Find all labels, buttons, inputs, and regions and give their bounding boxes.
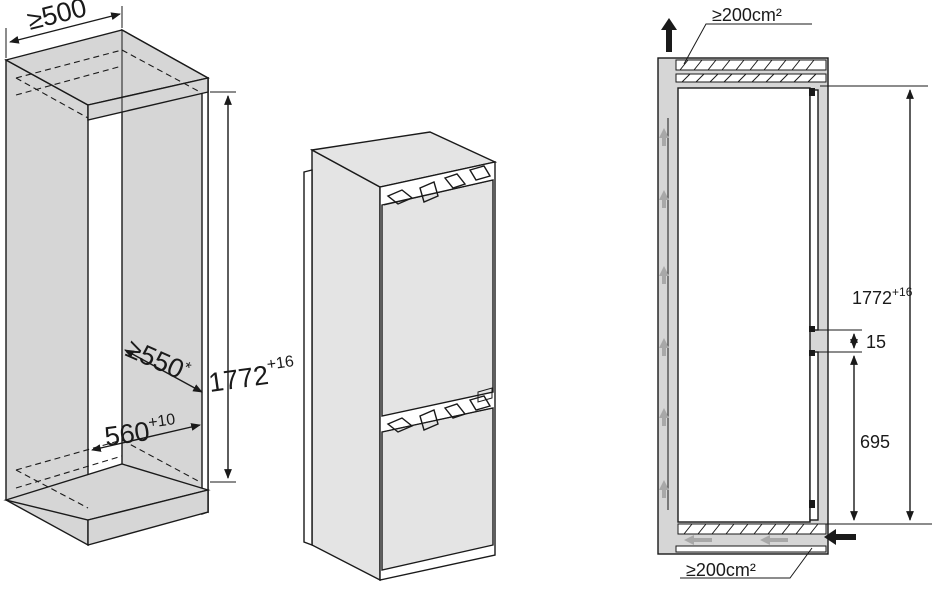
fridge-upper-door <box>381 179 494 417</box>
cabinet-niche <box>3 28 211 547</box>
vent-top-callout: ≥200cm² <box>683 5 812 65</box>
gap-label: 15 <box>866 332 886 352</box>
fridge-side <box>311 148 381 582</box>
niche-width-tol: +10 <box>147 411 176 432</box>
cabinet-top-front-lip <box>87 77 209 121</box>
svg-text:1772+16: 1772+16 <box>206 353 297 398</box>
vent-top-label: ≥200cm² <box>712 5 782 25</box>
fridge-back-flange <box>303 169 313 547</box>
dim-gap: 15 <box>818 329 886 353</box>
dim-lower-height: 695 <box>850 355 890 521</box>
upper-door-hinges <box>386 165 492 205</box>
svg-text:1772+16: 1772+16 <box>852 285 913 308</box>
cabinet-bottom-front-lip <box>87 489 209 546</box>
niche-width-label: 560 <box>103 416 152 452</box>
niche-height-right-tol: +16 <box>892 285 913 299</box>
exhaust-arrow-icon <box>661 18 677 52</box>
niche-height-left-tol: +16 <box>266 353 295 374</box>
fridge-appliance <box>303 131 498 582</box>
intake-arrow-icon <box>824 529 856 545</box>
airflow-arrows <box>659 128 788 545</box>
side-section <box>657 18 856 555</box>
vent-bottom-label: ≥200cm² <box>686 560 756 580</box>
dim-niche-height-right: 1772+16 <box>820 85 932 525</box>
lower-height-label: 695 <box>860 432 890 452</box>
niche-height-right-label: 1772 <box>852 288 892 308</box>
niche-height-left-label: 1772 <box>207 360 271 398</box>
dim-niche-width: 560+10 <box>91 411 201 452</box>
svg-text:560+10: 560+10 <box>103 411 179 452</box>
section-fridge-body <box>677 87 811 523</box>
cabinet-right-front-edge <box>201 77 209 515</box>
cabinet-left-side-panel <box>5 58 89 547</box>
dim-niche-height-left: 1772+16 <box>206 91 297 483</box>
vent-bottom-callout: ≥200cm² <box>680 547 813 580</box>
